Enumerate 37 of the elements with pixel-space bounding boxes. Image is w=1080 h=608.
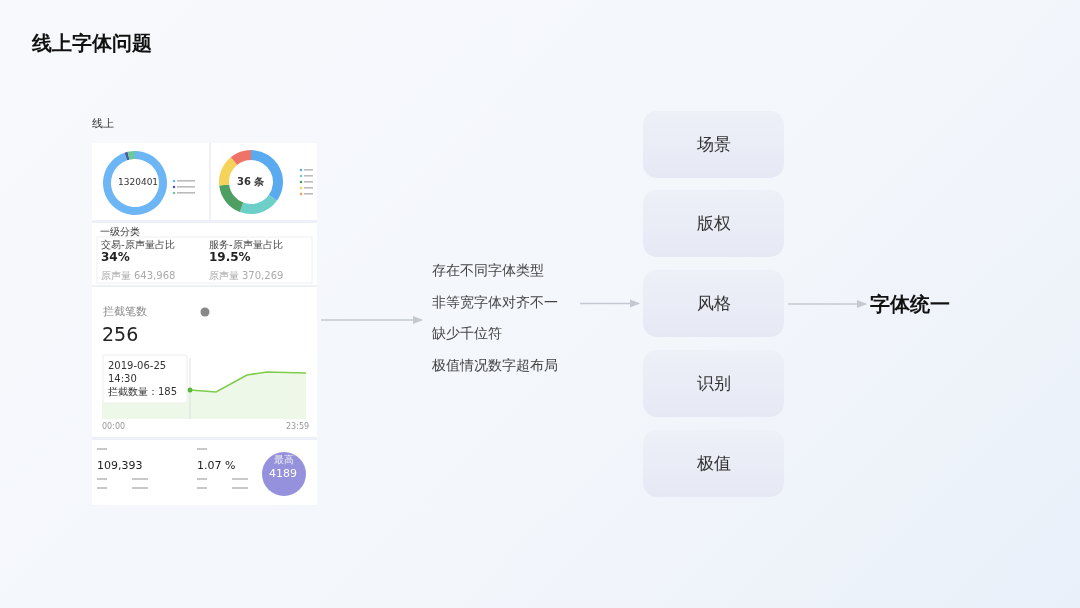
arrow [787, 299, 868, 309]
dashboard-text: 1320401 [118, 178, 159, 188]
dashboard-text: 交易-原声量占比 [101, 239, 175, 250]
dashboard-text: 拦截笔数 [103, 306, 147, 319]
dashboard-text: 34% [101, 251, 130, 265]
dashboard-text: 2019-06-25 [108, 360, 167, 371]
category-box: 场景 [643, 111, 784, 178]
category-box: 版权 [643, 190, 784, 257]
issue-text: 极值情况数字超布局 [432, 357, 558, 376]
issue-text: 缺少千位符 [432, 325, 502, 344]
category-box: 识别 [643, 350, 784, 417]
dashboard-text: 36 条 [237, 176, 265, 187]
category-box: 风格 [643, 270, 784, 337]
dashboard-text: 原声量 [209, 270, 239, 281]
dashboard-text: 拦截数量：185 [108, 386, 178, 397]
issue-text: 非等宽字体对齐不一 [432, 293, 558, 312]
dashboard-text: 00:00 [102, 423, 126, 432]
heading: 线上 [92, 116, 114, 131]
dashboard-text: 一级分类 [100, 226, 140, 237]
dashboard-text: 最高 [274, 454, 294, 465]
dashboard-text: 1.07 % [197, 460, 236, 473]
dashboard-text: 19.5% [209, 251, 251, 265]
dashboard-text: 原声量 [101, 270, 131, 281]
arrow [320, 315, 424, 325]
result-text: 字体统一 [870, 288, 970, 320]
dashboard-text: 370,269 [242, 270, 284, 281]
dashboard-text: 643,968 [134, 270, 176, 281]
dashboard-text: 4189 [269, 468, 297, 481]
issue-text: 存在不同字体类型 [432, 262, 544, 280]
title: 线上字体问题 [32, 30, 152, 57]
arrow [579, 299, 641, 308]
category-box: 极值 [643, 430, 784, 497]
dashboard-text: 服务-原声量占比 [209, 239, 283, 250]
dashboard-text: 14:30 [108, 373, 137, 384]
dashboard-text: 256 [102, 324, 139, 345]
dashboard-text: 23:59 [286, 423, 310, 432]
dashboard-text: 109,393 [97, 460, 143, 473]
